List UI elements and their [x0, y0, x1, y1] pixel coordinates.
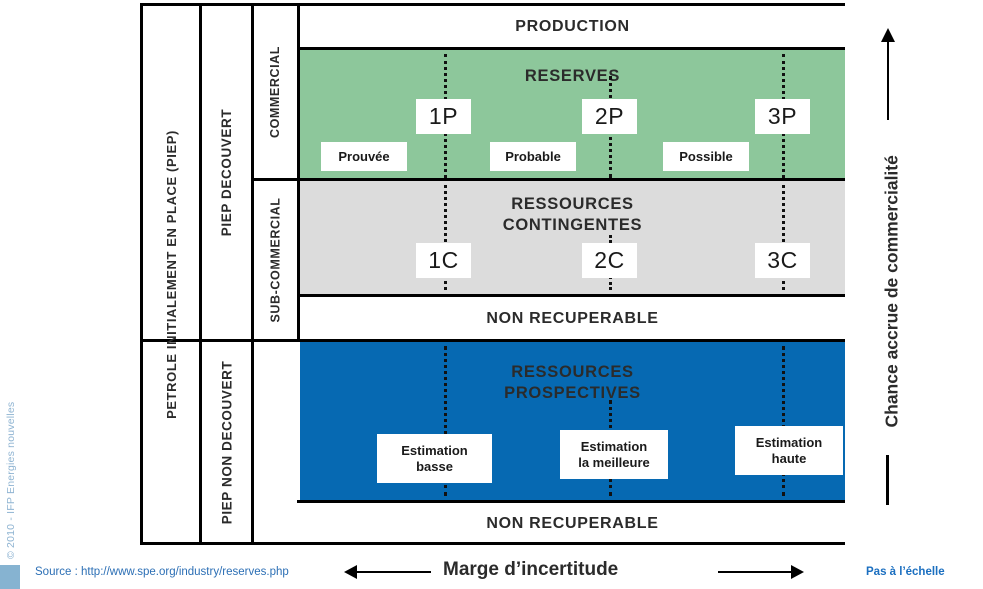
stub-piep-undiscovered-label: PIEP NON DECOUVERT — [219, 360, 235, 524]
band-contingent-title-line1: RESSOURCES — [511, 195, 634, 213]
chip-2p: 2P — [582, 99, 637, 134]
scale-note: Pas à l’échelle — [866, 566, 945, 578]
stub-piep-discovered: PIEP DECOUVERT — [202, 6, 251, 339]
uncertainty-guide-high-contingent — [782, 185, 785, 290]
uncertainty-guide-low-prospective — [444, 346, 447, 496]
row-divider-discovered — [143, 339, 845, 342]
uncertainty-axis-label: Marge d’incertitude — [443, 559, 619, 580]
band-contingent-resources: RESSOURCES CONTINGENTES 1C 2C 3C — [300, 181, 845, 294]
copyright-rail: © 2010 - IFP Energies nouvelles — [0, 330, 22, 560]
band-contingent-title-line2: CONTINGENTES — [502, 216, 643, 234]
uncertainty-right-arrow-icon — [791, 565, 804, 579]
chip-estimation-basse: Estimation basse — [377, 434, 492, 483]
row-divider-reserves — [251, 178, 845, 181]
band-unrecoverable-discovered: NON RECUPERABLE — [300, 297, 845, 339]
band-unrecoverable-undiscovered: NON RECUPERABLE — [300, 503, 845, 542]
uncertainty-left-arrow-shaft — [355, 571, 431, 573]
chip-estimation-haute: Estimation haute — [735, 426, 843, 475]
chip-1c: 1C — [416, 243, 471, 278]
column-divider-2 — [251, 6, 254, 542]
chip-3c: 3C — [755, 243, 810, 278]
chip-estimation-haute-line2: haute — [771, 450, 807, 466]
band-production-title: PRODUCTION — [515, 18, 630, 35]
chip-3p: 3P — [755, 99, 810, 134]
resource-classification-matrix: PETROLE INITIALEMENT EN PLACE (PIEP) PIE… — [140, 3, 845, 545]
stub-piep-total: PETROLE INITIALEMENT EN PLACE (PIEP) — [143, 6, 199, 542]
stub-sub-commercial-label: SUB-COMMERCIAL — [268, 197, 283, 323]
column-divider-3 — [297, 6, 300, 339]
chip-estimation-la-meilleure-line1: Estimation — [580, 438, 648, 454]
chip-prouvee: Prouvée — [321, 142, 407, 171]
stub-piep-total-label: PETROLE INITIALEMENT EN PLACE (PIEP) — [163, 129, 179, 419]
chip-possible: Possible — [663, 142, 749, 171]
chip-estimation-la-meilleure: Estimation la meilleure — [560, 430, 668, 479]
band-prospective-title-line2: PROSPECTIVES — [504, 384, 641, 402]
band-reserves: RESERVES 1P 2P 3P Prouvée Probable Possi… — [300, 50, 845, 178]
band-unrecoverable-discovered-title: NON RECUPERABLE — [486, 310, 659, 327]
stub-piep-discovered-label: PIEP DECOUVERT — [219, 108, 234, 237]
stub-piep-undiscovered: PIEP NON DECOUVERT — [202, 342, 251, 542]
band-prospective-title-line1: RESSOURCES — [511, 363, 634, 381]
chip-estimation-haute-line1: Estimation — [755, 434, 823, 450]
uncertainty-right-arrow-shaft — [718, 571, 794, 573]
band-reserves-title: RESERVES — [524, 67, 621, 85]
chip-estimation-basse-line2: basse — [416, 458, 453, 474]
commerciality-arrow-shaft — [887, 40, 889, 120]
commerciality-axis-tick — [886, 455, 889, 505]
band-production: PRODUCTION — [300, 6, 845, 47]
corner-color-swatch — [0, 565, 20, 589]
chip-2c: 2C — [582, 243, 637, 278]
chip-1p: 1P — [416, 99, 471, 134]
commerciality-axis-label: Chance accrue de commercialité — [881, 155, 902, 428]
commerciality-arrow-icon — [881, 28, 895, 42]
uncertainty-left-arrow-icon — [344, 565, 357, 579]
stub-commercial-label: COMMERCIAL — [268, 45, 283, 139]
band-prospective-resources: RESSOURCES PROSPECTIVES Estimation basse… — [300, 342, 845, 500]
band-unrecoverable-undiscovered-title: NON RECUPERABLE — [486, 515, 659, 532]
stub-commercial: COMMERCIAL — [254, 6, 297, 178]
stub-sub-commercial: SUB-COMMERCIAL — [254, 181, 297, 339]
chip-estimation-basse-line1: Estimation — [401, 442, 468, 458]
column-divider-1 — [199, 6, 202, 542]
uncertainty-guide-low-contingent — [444, 185, 447, 290]
chip-estimation-la-meilleure-line2: la meilleure — [578, 454, 650, 470]
row-divider-prospective — [297, 500, 845, 503]
row-divider-production — [297, 47, 845, 50]
row-divider-contingent — [297, 294, 845, 297]
chip-probable: Probable — [490, 142, 576, 171]
source-link[interactable]: Source : http://www.spe.org/industry/res… — [35, 566, 289, 578]
copyright-text: © 2010 - IFP Energies nouvelles — [5, 401, 17, 559]
uncertainty-guide-high-prospective — [782, 346, 785, 496]
